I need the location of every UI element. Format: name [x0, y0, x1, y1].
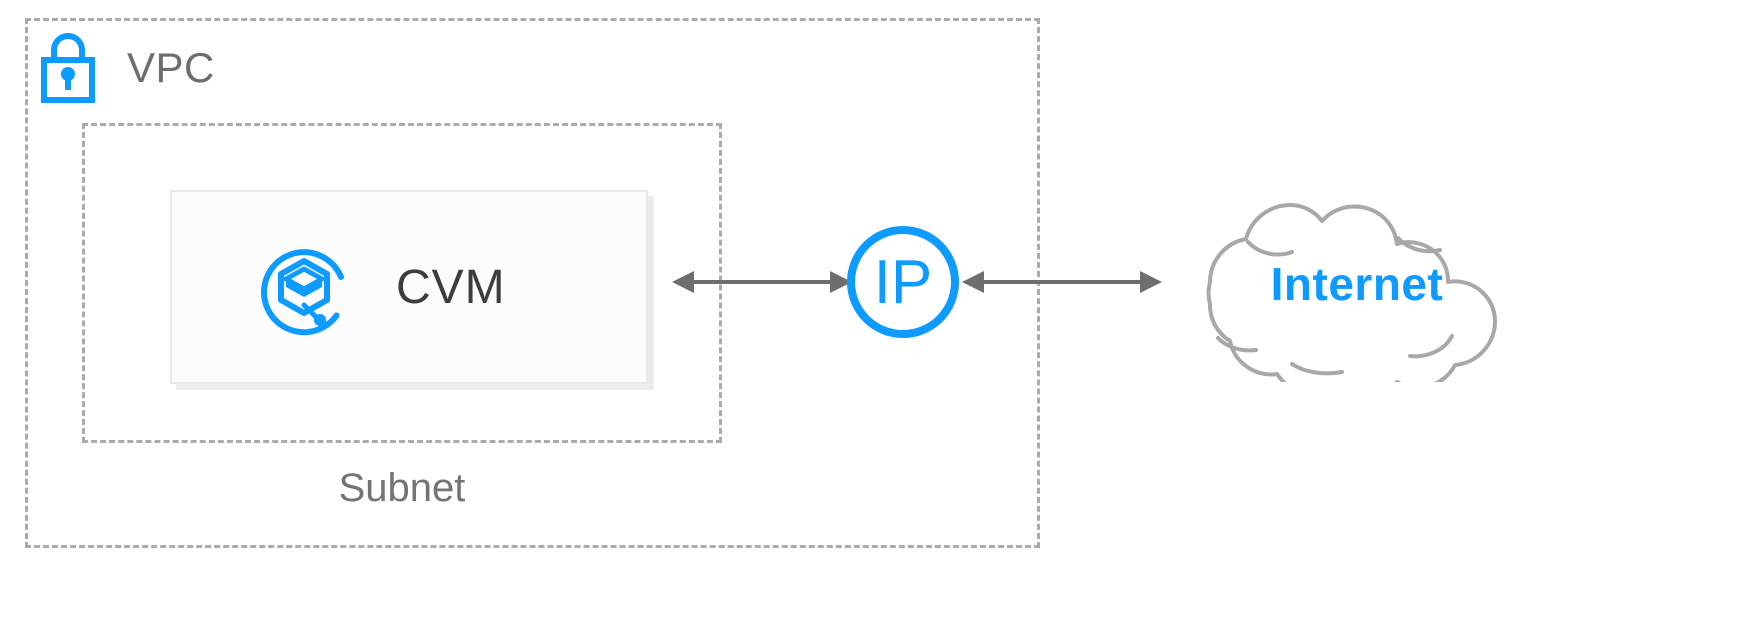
connector-subnet-to-ip [672, 258, 852, 306]
lock-icon [40, 28, 96, 104]
cvm-card-content: CVM [172, 192, 646, 382]
internet-label: Internet [1270, 258, 1444, 310]
svg-text:IP: IP [874, 248, 933, 317]
cvm-cube-icon [250, 233, 358, 341]
subnet-label: Subnet [338, 466, 466, 510]
cloud-icon [1152, 186, 1562, 400]
ip-circle-icon: IP [845, 224, 961, 340]
cvm-card[interactable]: CVM [170, 190, 648, 384]
cvm-label: CVM [396, 260, 506, 314]
connector-ip-to-internet [962, 258, 1162, 306]
vpc-label: VPC [127, 44, 215, 91]
